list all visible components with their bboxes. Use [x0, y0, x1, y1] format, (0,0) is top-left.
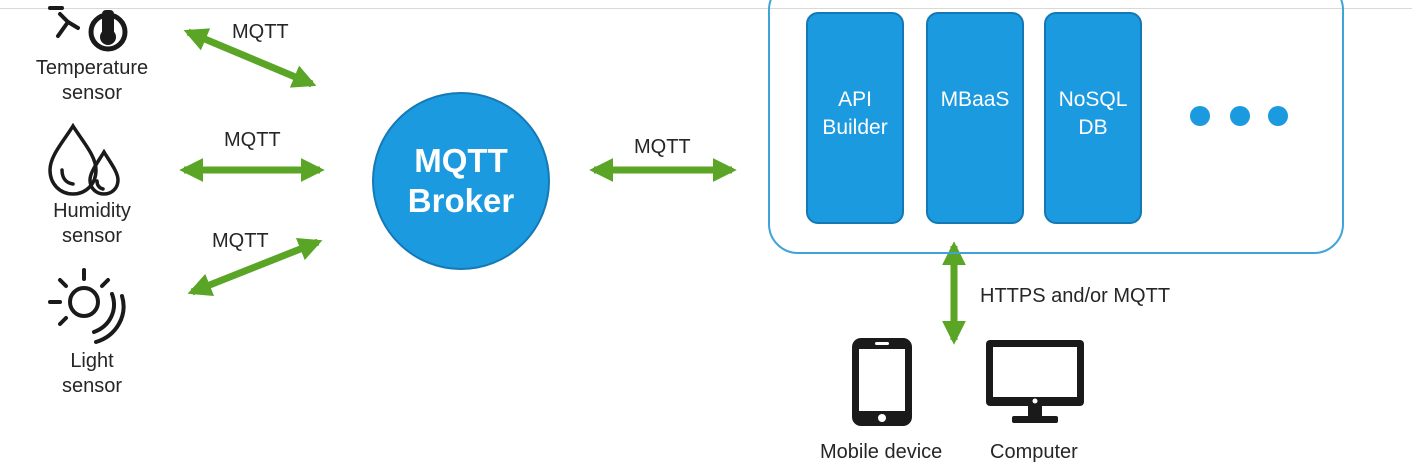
arrow-temperature-broker	[183, 28, 317, 88]
mqtt-label-light: MQTT	[212, 230, 269, 252]
top-divider	[0, 8, 1412, 9]
light-sensor-label: Light sensor	[61, 350, 123, 397]
cloud-platform-container: API Builder MBaaS NoSQL DB	[768, 0, 1344, 254]
https-mqtt-label: HTTPS and/or MQTT	[980, 285, 1171, 307]
computer-label: Computer	[990, 441, 1078, 463]
temperature-sensor-label: Temperature sensor	[35, 57, 149, 104]
mqtt-label-temperature: MQTT	[232, 21, 289, 43]
mobile-device-label: Mobile device	[820, 441, 943, 463]
mobile-phone-icon	[852, 338, 912, 426]
more-dot-3	[1268, 106, 1288, 126]
mqtt-broker-label: MQTT Broker	[407, 142, 515, 219]
more-dot-2	[1230, 106, 1250, 126]
light-sun-icon	[48, 268, 126, 344]
humidity-icon	[48, 122, 120, 196]
mqtt-label-humidity: MQTT	[224, 129, 281, 151]
thermometer-icon	[48, 6, 128, 52]
service-api-builder: API Builder	[806, 12, 904, 224]
arrow-light-broker	[187, 237, 323, 297]
service-nosql-db: NoSQL DB	[1044, 12, 1142, 224]
humidity-sensor-label: Humidity sensor	[53, 200, 131, 247]
mqtt-broker-node: MQTT Broker	[372, 92, 550, 270]
more-dot-1	[1190, 106, 1210, 126]
computer-monitor-icon	[986, 340, 1084, 423]
mqtt-label-broker-cloud: MQTT	[634, 136, 691, 158]
service-mbaas: MBaaS	[926, 12, 1024, 224]
